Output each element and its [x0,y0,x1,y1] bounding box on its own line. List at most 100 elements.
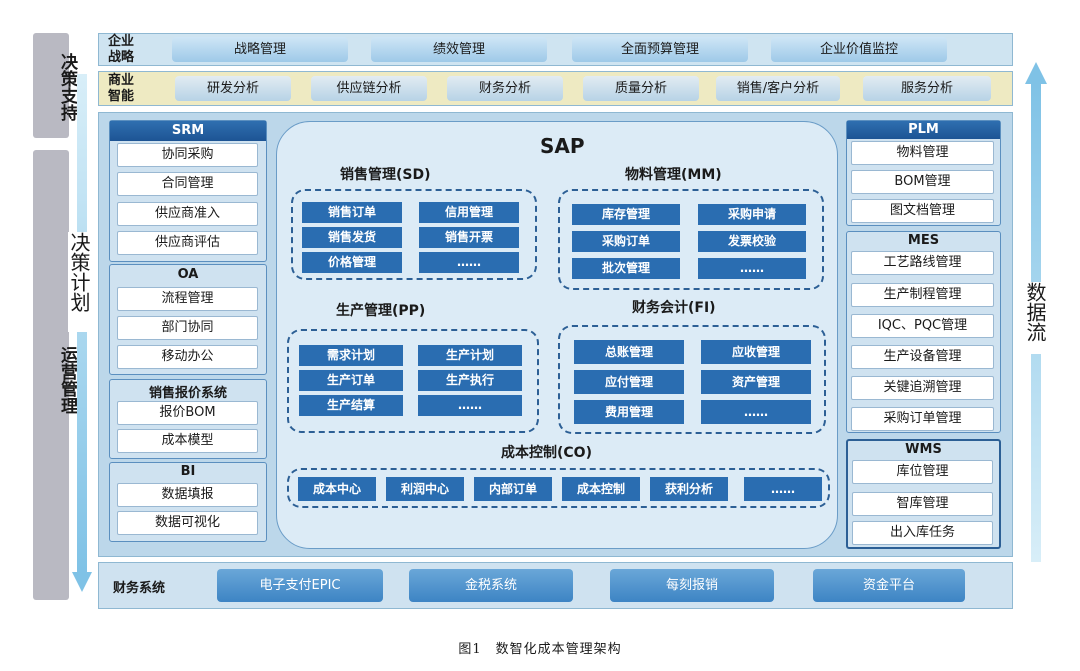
service-analysis: 服务分析 [863,76,991,101]
mes-title: MES [907,233,940,248]
co-item: 成本控制 [562,477,640,501]
oa-block: OA 流程管理 部门协同 移动办公 [109,264,267,375]
finance-item: 电子支付EPIC [217,569,383,602]
sales-customer-analysis: 销售/客户分析 [716,76,840,101]
sd-item: 销售开票 [419,227,519,248]
mes-item: 工艺路线管理 [851,251,994,275]
wms-item: 智库管理 [852,492,993,516]
srm-title: SRM [110,121,266,141]
mm-item: 发票校验 [698,231,806,252]
quality-analysis: 质量分析 [583,76,699,101]
bi-item: 数据填报 [117,483,258,507]
business-intelligence-label: 商业智能 [108,73,135,104]
oa-title: OA [177,267,199,282]
decision-plan-label: 决策计划 [67,232,91,332]
sap-title: SAP [540,134,585,158]
finance-item: 资金平台 [813,569,965,602]
finance-system-band: 财务系统 电子支付EPIC 金税系统 每刻报销 资金平台 [98,562,1013,609]
co-item: 内部订单 [474,477,552,501]
figure-caption: 图1 数智化成本管理架构 [458,642,622,657]
pp-box: 需求计划 生产计划 生产订单 生产执行 生产结算 …… [287,329,539,433]
fi-item: 总账管理 [574,340,684,364]
sd-item: 价格管理 [302,252,402,273]
enterprise-strategy-band: 企业战略 战略管理 绩效管理 全面预算管理 企业价值监控 [98,33,1013,66]
fi-item: …… [701,400,811,424]
pp-item: 需求计划 [299,345,403,366]
mes-block: MES 工艺路线管理 生产制程管理 IQC、PQC管理 生产设备管理 关键追溯管… [846,231,1001,433]
mm-box: 库存管理 采购申请 采购订单 发票校验 批次管理 …… [558,189,824,290]
plm-item: 图文档管理 [851,199,994,223]
finance-item: 每刻报销 [610,569,774,602]
srm-item: 供应商准入 [117,202,258,226]
budget-mgmt: 全面预算管理 [572,37,748,62]
finance-system-label: 财务系统 [113,581,166,596]
fi-item: 资产管理 [701,370,811,394]
co-item: 成本中心 [298,477,376,501]
mm-item: 采购申请 [698,204,806,225]
pp-item: …… [418,395,522,416]
finance-analysis: 财务分析 [447,76,563,101]
quote-item: 报价BOM [117,401,258,425]
bi-item: 数据可视化 [117,511,258,535]
plm-item: BOM管理 [851,170,994,194]
oa-item: 流程管理 [117,287,258,311]
srm-item: 供应商评估 [117,231,258,255]
fi-item: 费用管理 [574,400,684,424]
bi-title: BI [180,464,196,479]
decision-support-label: 决策支持 [57,53,77,121]
plm-title: PLM [847,121,1000,139]
sales-quote-title: 销售报价系统 [148,386,227,401]
sd-item: 销售订单 [302,202,402,223]
bi-block: BI 数据填报 数据可视化 [109,462,267,542]
sd-title: 销售管理(SD) [340,167,431,183]
srm-item: 合同管理 [117,172,258,196]
operations-label: 运营管理 [57,346,77,414]
sales-quote-block: 销售报价系统 报价BOM 成本模型 [109,379,267,459]
mes-item: IQC、PQC管理 [851,314,994,338]
sd-box: 销售订单 信用管理 销售发货 销售开票 价格管理 …… [291,189,537,280]
oa-item: 移动办公 [117,345,258,369]
mes-item: 生产制程管理 [851,283,994,307]
sap-core: SAP 销售管理(SD) 销售订单 信用管理 销售发货 销售开票 价格管理 ……… [276,121,838,549]
wms-block: WMS 库位管理 智库管理 出入库任务 [846,439,1001,549]
mm-title: 物料管理(MM) [625,167,722,183]
business-intelligence-band: 商业智能 研发分析 供应链分析 财务分析 质量分析 销售/客户分析 服务分析 [98,71,1013,106]
data-flow-label: 数据流 [1023,282,1047,354]
sd-item: …… [419,252,519,273]
mm-item: 库存管理 [572,204,680,225]
pp-item: 生产结算 [299,395,403,416]
oa-item: 部门协同 [117,316,258,340]
mes-item: 关键追溯管理 [851,376,994,400]
fi-title: 财务会计(FI) [632,300,716,316]
quote-item: 成本模型 [117,429,258,453]
strategy-mgmt: 战略管理 [172,37,348,62]
fi-box: 总账管理 应收管理 应付管理 资产管理 费用管理 …… [558,325,826,434]
mm-item: 批次管理 [572,258,680,279]
sd-item: 销售发货 [302,227,402,248]
performance-mgmt: 绩效管理 [371,37,547,62]
pp-title: 生产管理(PP) [336,303,426,319]
mm-item: …… [698,258,806,279]
pp-item: 生产计划 [418,345,522,366]
fi-item: 应付管理 [574,370,684,394]
wms-item: 库位管理 [852,460,993,484]
wms-item: 出入库任务 [852,521,993,545]
rd-analysis: 研发分析 [175,76,291,101]
pp-item: 生产订单 [299,370,403,391]
supply-chain-analysis: 供应链分析 [311,76,427,101]
plm-block: PLM 物料管理 BOM管理 图文档管理 [846,120,1001,226]
mes-item: 生产设备管理 [851,345,994,369]
decision-support-bar: 决策支持 [33,33,77,138]
co-title: 成本控制(CO) [501,445,592,461]
co-box: 成本中心 利润中心 内部订单 成本控制 获利分析 …… [287,468,830,508]
operations-bar: 运营管理 [33,150,77,600]
wms-title: WMS [905,442,942,457]
pp-item: 生产执行 [418,370,522,391]
decision-plan-arrow [72,74,92,592]
mes-item: 采购订单管理 [851,407,994,431]
value-monitor: 企业价值监控 [771,37,947,62]
co-item: 利润中心 [386,477,464,501]
co-item: 获利分析 [650,477,728,501]
finance-item: 金税系统 [409,569,573,602]
